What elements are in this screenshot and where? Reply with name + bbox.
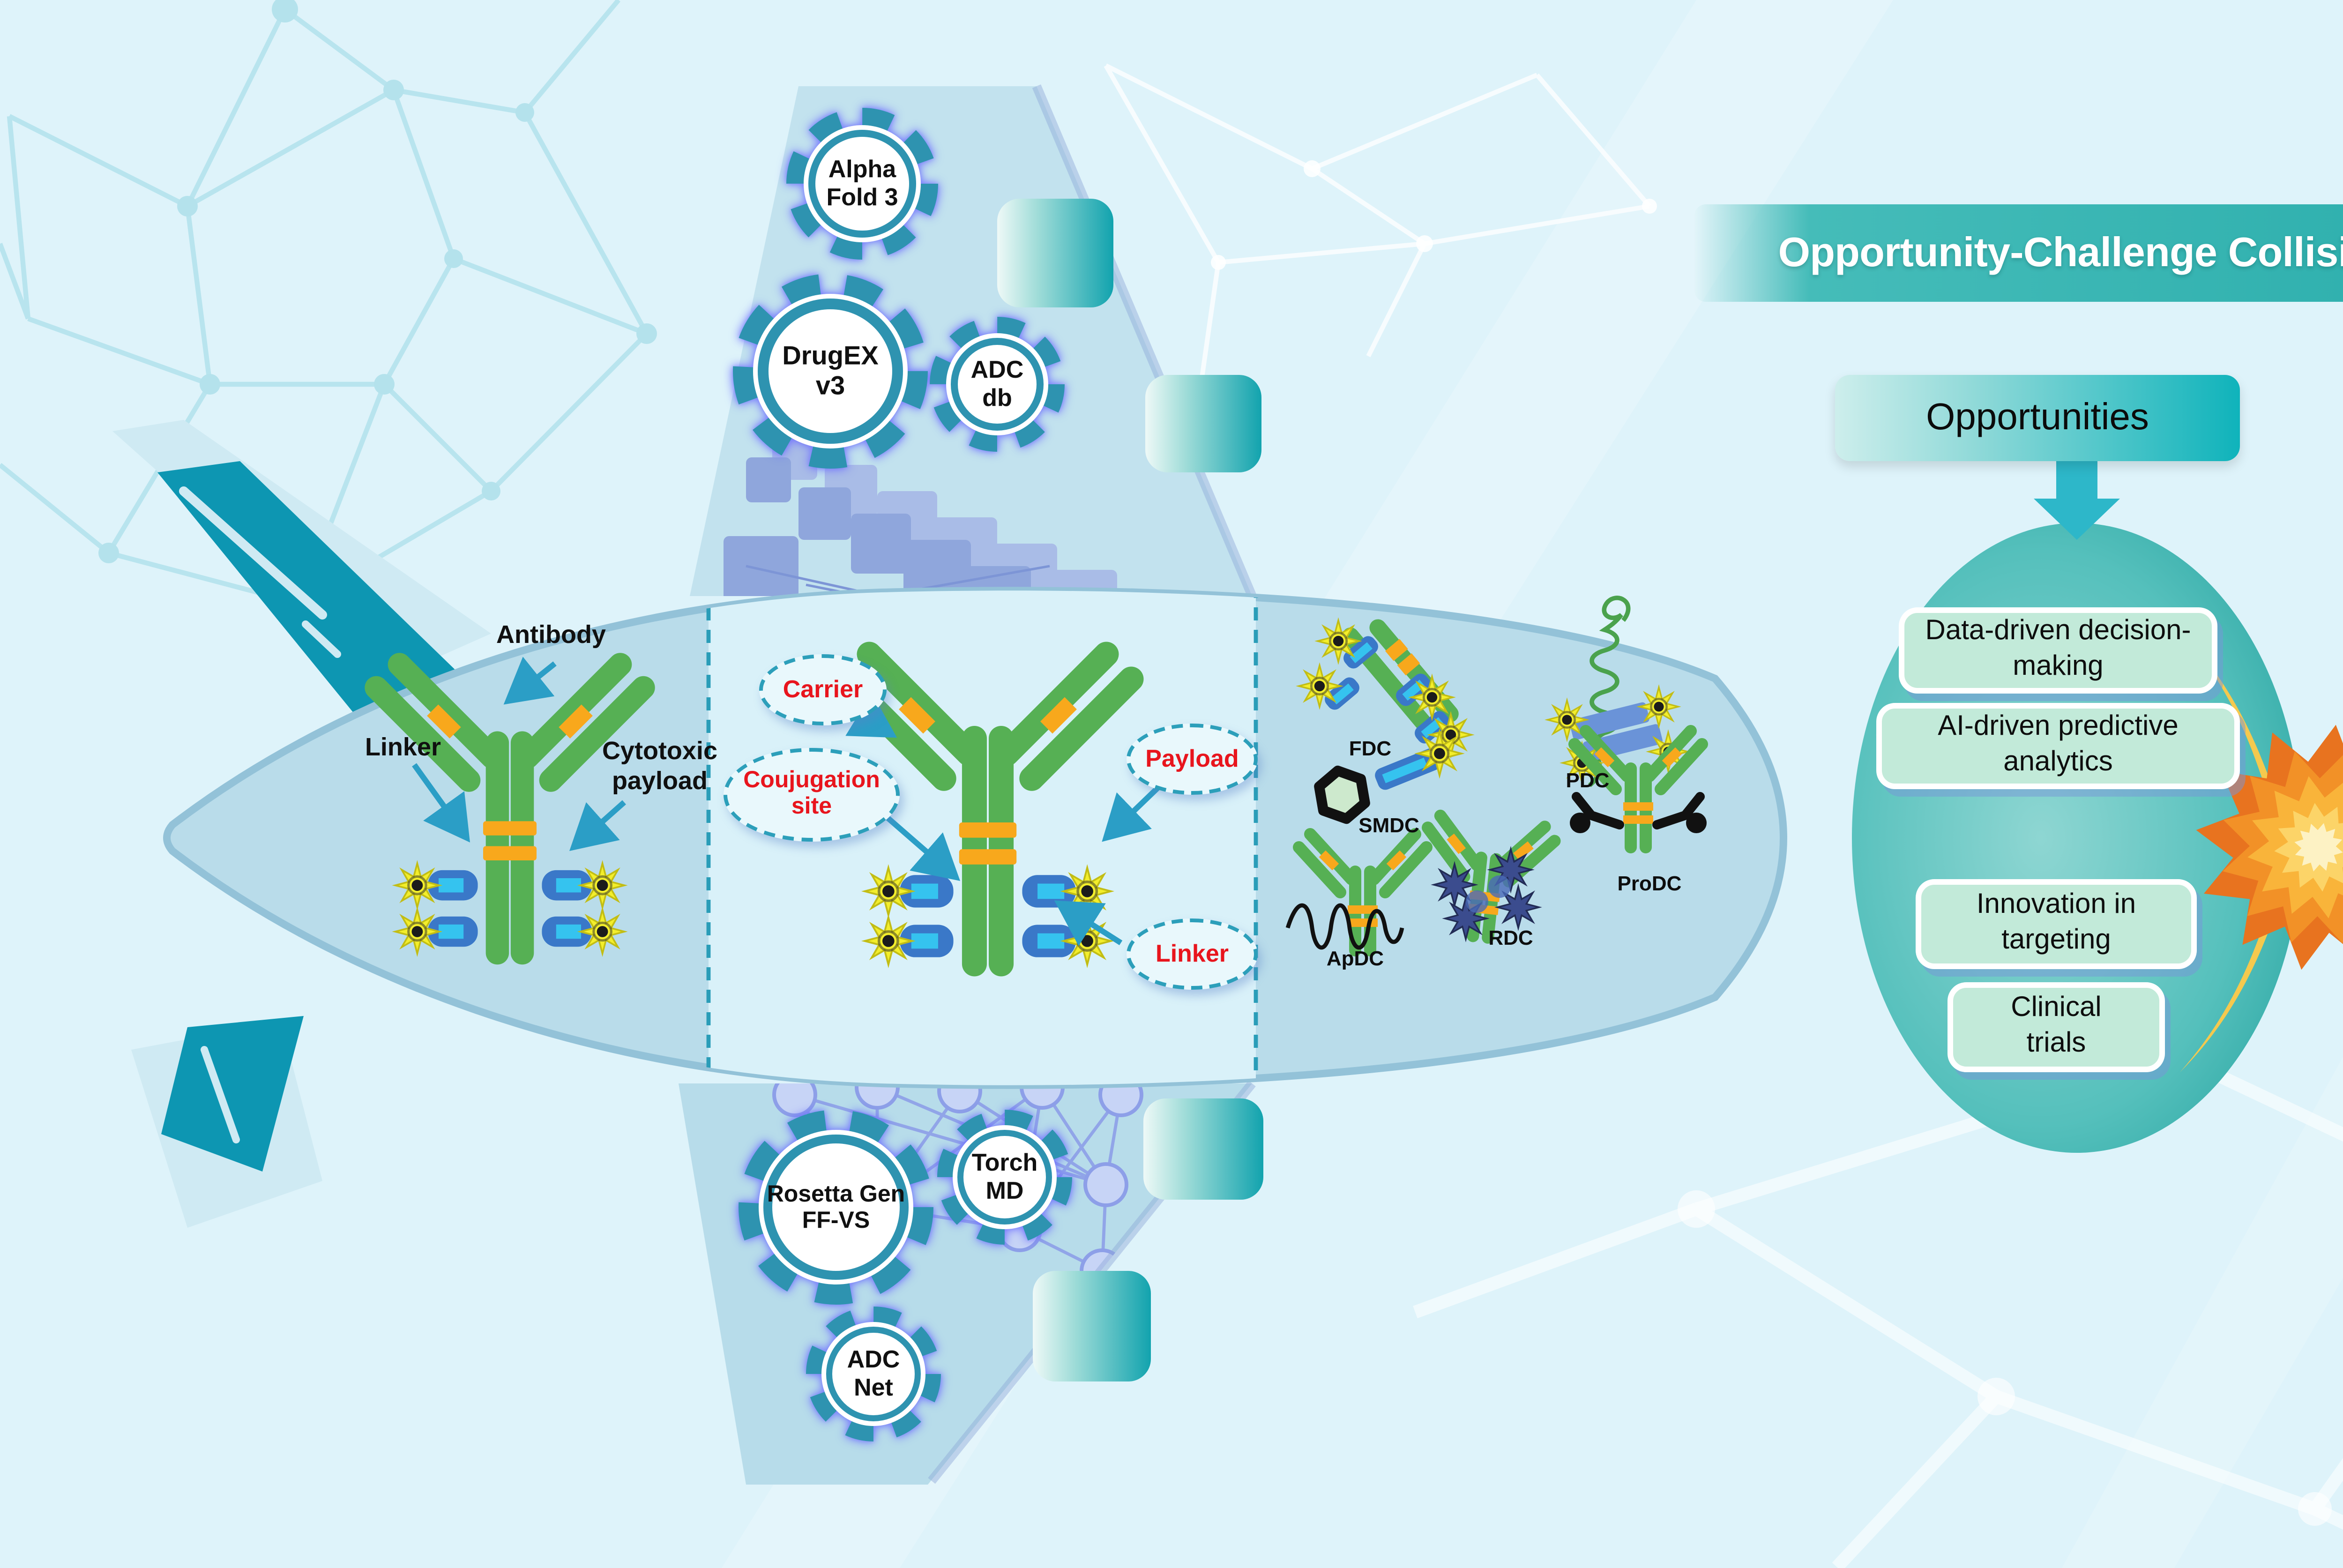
linker-label: Linker (365, 733, 441, 762)
apdc-label: ApDC (1326, 948, 1384, 971)
gear-adc-net (806, 1307, 941, 1441)
antibody-label: Antibody (496, 620, 606, 649)
smdc-icon (1314, 732, 1462, 824)
gear-adc-db (930, 317, 1065, 452)
gear-drugex-v3 (733, 274, 928, 469)
opportunities-header-text: Opportunities (1926, 396, 2149, 438)
opportunity-box-data-driven: Data-driven decision-making (1899, 607, 2217, 694)
cytotoxic-payload-label: Cytotoxic payload (602, 737, 717, 795)
gear-rosetta-gen-ff-vs (739, 1110, 933, 1305)
opportunity-box-ai-driven: AI-driven predictive analytics (1876, 703, 2240, 789)
airplane-tail (112, 420, 491, 1228)
linker-bubble: Linker (1127, 918, 1258, 990)
gear-label-rosetta-gen-ff-vs: Rosetta Gen FF-VS (767, 1181, 905, 1233)
conjugation-site-bubble: Coujugation site (724, 748, 900, 842)
smdc-label: SMDC (1358, 815, 1419, 838)
gear-label-adc-net: ADC Net (847, 1344, 900, 1400)
rdc-label: RDC (1488, 928, 1533, 950)
payload-bubble: Payload (1127, 724, 1258, 795)
ai-tool-gears (733, 108, 1072, 1441)
opportunity-box-clinical-trials: Clinical trials (1948, 982, 2165, 1072)
opportunities-down-arrow (2034, 461, 2120, 540)
opportunity-box-innovation: Innovation in targeting (1916, 879, 2197, 969)
gear-torch-md (937, 1110, 1072, 1245)
rdc-icon (1417, 814, 1556, 943)
title-banner: Opportunity-Challenge Collision in ADC t… (1694, 204, 2343, 302)
gear-label-drugex-v3: DrugEX v3 (782, 340, 879, 399)
aptamer-squiggle (1285, 903, 1404, 950)
fdc-label: FDC (1349, 739, 1392, 761)
prodc-label: ProDC (1617, 874, 1682, 896)
gear-alpha-fold-3 (786, 108, 938, 260)
engine-nacelles (997, 199, 1263, 1381)
gear-label-torch-md: Torch MD (971, 1148, 1038, 1203)
gear-label-adc-db: ADC db (970, 355, 1024, 411)
carrier-bubble: Carrier (759, 654, 887, 725)
page-title: Opportunity-Challenge Collision in ADC t… (1778, 229, 2343, 276)
fdc-icon (1299, 613, 1471, 755)
collision-explosion (2176, 626, 2343, 1072)
apdc-icon (1285, 834, 1426, 950)
gear-label-alpha-fold-3: Alpha Fold 3 (826, 154, 898, 210)
prodc-icon (1570, 731, 1707, 847)
opportunities-header: Opportunities (1835, 375, 2240, 461)
pdc-label: PDC (1566, 770, 1610, 793)
